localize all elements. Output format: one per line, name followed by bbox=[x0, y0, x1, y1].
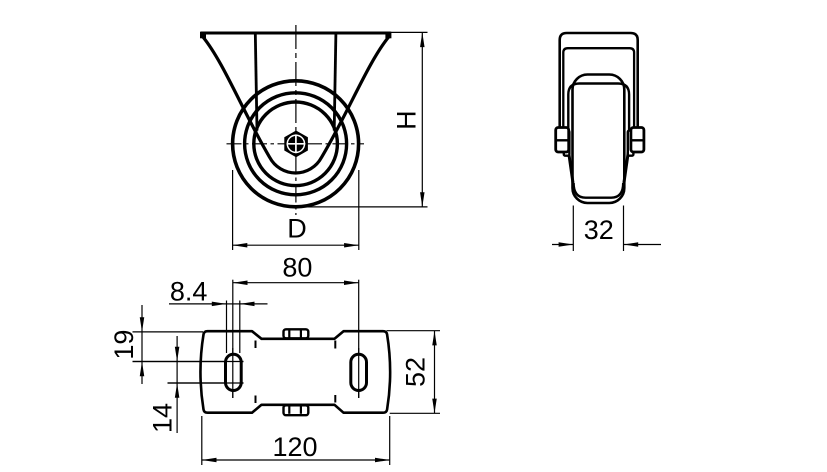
svg-text:32: 32 bbox=[584, 215, 614, 245]
svg-text:H: H bbox=[392, 110, 422, 130]
svg-text:14: 14 bbox=[148, 403, 178, 433]
svg-text:19: 19 bbox=[109, 330, 139, 360]
svg-text:120: 120 bbox=[272, 432, 317, 462]
svg-text:80: 80 bbox=[282, 252, 312, 282]
svg-text:D: D bbox=[287, 214, 307, 244]
svg-text:52: 52 bbox=[401, 357, 431, 387]
svg-text:8.4: 8.4 bbox=[170, 276, 208, 306]
